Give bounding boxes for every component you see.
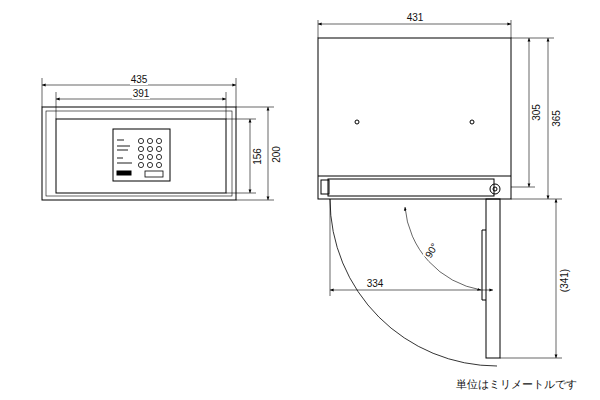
dimension-label: 200 [271, 145, 282, 164]
dimension-label: (341) [559, 267, 570, 292]
dimension-label: 305 [531, 103, 542, 122]
dimension-label: 156 [252, 147, 263, 166]
dimension-label: 391 [132, 88, 151, 99]
dimension-label: 334 [366, 278, 385, 289]
dimension-label: 435 [130, 74, 149, 85]
angle-label: 90° [423, 240, 441, 260]
dimension-label: 431 [406, 12, 425, 23]
unit-note: 単位はミリメートルです [455, 379, 578, 391]
dimension-label: 365 [551, 109, 562, 128]
